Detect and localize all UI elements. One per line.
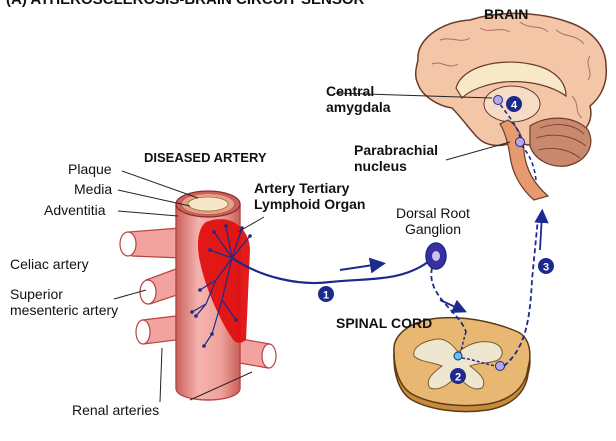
page-title: (A) ATHEROSCLEROSIS-BRAIN CIRCUIT SENSOR: [6, 0, 364, 8]
parabrachial-nucleus-label: Parabrachial nucleus: [354, 142, 438, 174]
parabrachial-nucleus-line-1: Parabrachial: [354, 142, 438, 158]
central-amygdala-line-1: Central: [326, 83, 398, 99]
atlo-line-2: Lymphoid Organ: [254, 196, 365, 212]
artery-tertiary-lymphoid-organ-label: Artery Tertiary Lymphoid Organ: [254, 180, 365, 212]
step-1-text: 1: [323, 290, 329, 302]
drg-line-2: Ganglion: [396, 221, 470, 237]
brain-label: BRAIN: [484, 6, 528, 22]
step-3-text: 3: [543, 262, 549, 274]
artery-illustration: [120, 191, 276, 400]
media-label: Media: [74, 181, 112, 197]
renal-arteries-label: Renal arteries: [72, 402, 159, 418]
step-2-text: 2: [455, 372, 461, 384]
central-amygdala-line-2: amygdala: [326, 99, 398, 115]
atlo-line-1: Artery Tertiary: [254, 180, 365, 196]
plaque-label: Plaque: [68, 161, 112, 177]
sma-line-2: mesenteric artery: [10, 302, 118, 318]
spinal-cord-illustration: [394, 318, 530, 412]
drg-line-1: Dorsal Root: [396, 205, 470, 221]
celiac-artery-label: Celiac artery: [10, 256, 89, 272]
sma-line-1: Superior: [10, 286, 118, 302]
superior-mesenteric-artery-label: Superior mesenteric artery: [10, 286, 118, 318]
spinal-cord-label: SPINAL CORD: [336, 315, 432, 331]
adventitia-label: Adventitia: [44, 202, 105, 218]
step-4-text: 4: [511, 100, 518, 112]
dorsal-root-ganglion-label: Dorsal Root Ganglion: [396, 205, 470, 237]
parabrachial-nucleus-line-2: nucleus: [354, 158, 438, 174]
central-amygdala-label: Central amygdala: [326, 83, 398, 115]
diseased-artery-label: DISEASED ARTERY: [144, 151, 267, 166]
